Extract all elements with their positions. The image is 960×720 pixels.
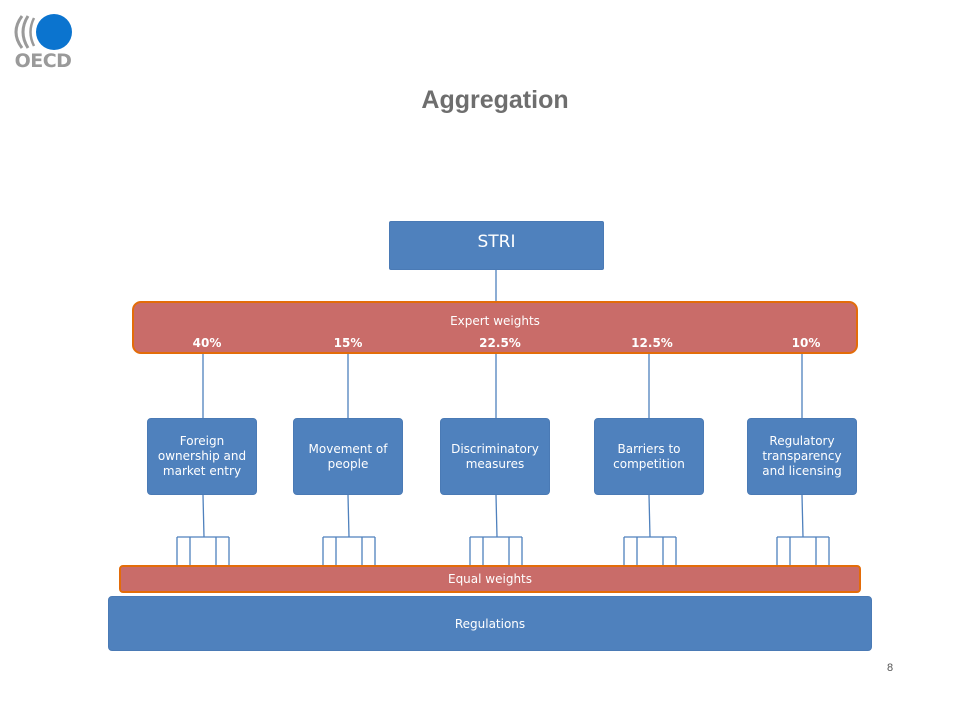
category-discriminatory-measures: Discriminatory measures — [440, 418, 550, 495]
fork-2 — [322, 494, 376, 565]
stri-box: STRI — [389, 221, 604, 270]
category-label: Movement of people — [308, 441, 388, 471]
expert-weights-band: Expert weights 40% 15% 22.5% 12.5% 10% — [132, 301, 858, 354]
category-barriers-to-competition: Barriers to competition — [594, 418, 704, 495]
fork-4 — [623, 494, 677, 565]
category-label: Discriminatory measures — [451, 441, 539, 471]
fork-5 — [776, 494, 830, 565]
category-label: Barriers to competition — [613, 441, 685, 471]
fork-3 — [469, 494, 523, 565]
category-label: Regulatory transparency and licensing — [762, 434, 842, 478]
regulations-box: Regulations — [108, 596, 872, 651]
fork-1 — [176, 494, 230, 565]
weight-movement-of-people: 15% — [333, 336, 363, 350]
page-number: 8 — [887, 662, 894, 674]
weight-discriminatory-measures: 22.5% — [479, 336, 521, 350]
category-movement-of-people: Movement of people — [293, 418, 403, 495]
page-title: Aggregation — [421, 86, 569, 114]
expert-weights-label: Expert weights — [450, 314, 540, 328]
oecd-logo-icon — [14, 14, 72, 50]
regulations-label: Regulations — [454, 616, 526, 631]
category-foreign-ownership: Foreign ownership and market entry — [147, 418, 257, 495]
stri-label: STRI — [477, 232, 516, 252]
weight-regulatory-transparency: 10% — [791, 336, 821, 350]
weight-barriers-to-competition: 12.5% — [631, 336, 673, 350]
equal-weights-label: Equal weights — [447, 572, 533, 586]
weight-foreign-ownership: 40% — [192, 336, 222, 350]
equal-weights-band: Equal weights — [119, 565, 861, 593]
category-regulatory-transparency: Regulatory transparency and licensing — [747, 418, 857, 495]
oecd-logo-text: OECD — [14, 50, 72, 72]
category-label: Foreign ownership and market entry — [157, 434, 247, 478]
